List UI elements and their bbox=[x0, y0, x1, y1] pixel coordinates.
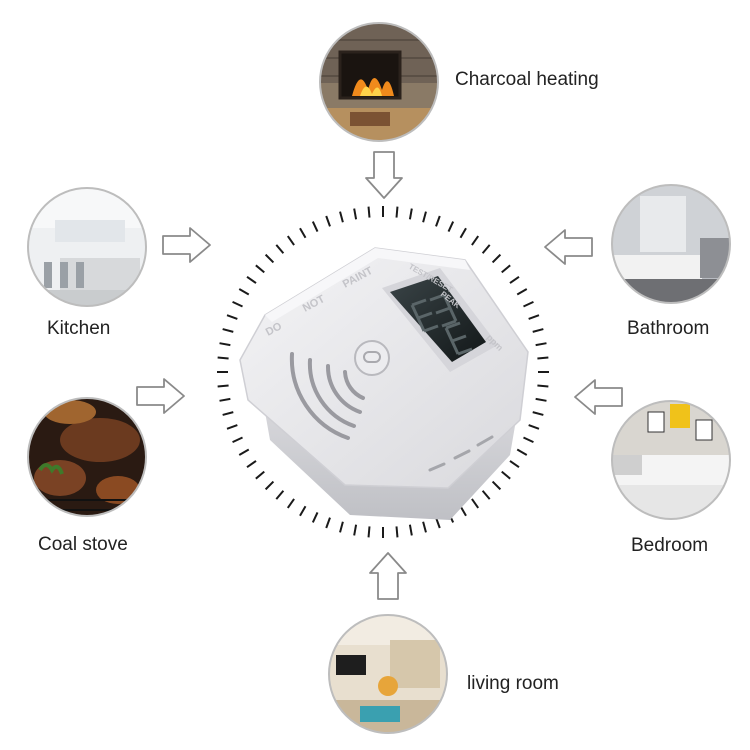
dial-tick bbox=[367, 526, 371, 538]
dial-tick bbox=[471, 235, 480, 246]
arrow-down-icon bbox=[365, 151, 403, 199]
photo-bathroom bbox=[611, 184, 731, 304]
dial-tick bbox=[238, 288, 250, 296]
label-bedroom: Bedroom bbox=[631, 535, 709, 556]
dial-tick bbox=[255, 264, 265, 274]
arrow-right-icon bbox=[162, 227, 211, 263]
dial-tick bbox=[246, 275, 257, 284]
photo-living-room bbox=[328, 614, 448, 734]
photo-bedroom bbox=[611, 400, 731, 520]
dial-tick bbox=[238, 448, 250, 456]
dial-tick bbox=[226, 424, 238, 430]
dial-tick bbox=[435, 517, 441, 529]
dial-tick bbox=[311, 221, 319, 232]
dial-tick bbox=[395, 206, 399, 218]
dial-tick bbox=[339, 211, 344, 223]
dial-tick bbox=[264, 480, 275, 491]
label-charcoal-heating: Charcoal heating bbox=[455, 69, 599, 90]
dial-tick bbox=[275, 244, 285, 254]
photo-coal-stove bbox=[27, 397, 147, 517]
dial-tick bbox=[325, 517, 331, 529]
dial-tick bbox=[523, 436, 534, 444]
dial-tick bbox=[501, 264, 511, 274]
dial-tick bbox=[447, 221, 455, 232]
dial-tick bbox=[459, 505, 467, 517]
dial-tick bbox=[339, 521, 344, 533]
dial-tick bbox=[481, 490, 491, 500]
arrow-left-icon bbox=[544, 229, 593, 265]
dial-tick bbox=[509, 275, 520, 284]
dial-tick bbox=[422, 211, 427, 223]
label-living-room: living room bbox=[467, 673, 559, 694]
dial-tick bbox=[501, 470, 511, 480]
dial-tick bbox=[353, 524, 358, 536]
dial-tick bbox=[528, 314, 540, 320]
dial-tick bbox=[408, 208, 413, 220]
dial-tick bbox=[264, 253, 275, 264]
dial-tick bbox=[532, 411, 544, 416]
dial-tick bbox=[481, 244, 491, 254]
dial-tick bbox=[535, 342, 547, 347]
dial-tick bbox=[528, 424, 540, 430]
dial-tick bbox=[422, 521, 427, 533]
label-bathroom: Bathroom bbox=[627, 318, 710, 339]
dial-tick bbox=[516, 448, 528, 456]
dial-tick bbox=[299, 227, 307, 239]
dial-tick bbox=[219, 397, 231, 402]
dial-tick bbox=[325, 215, 331, 227]
dial-tick bbox=[523, 300, 534, 308]
label-kitchen: Kitchen bbox=[47, 318, 111, 339]
dial-tick bbox=[232, 436, 243, 444]
dial-tick bbox=[286, 498, 295, 509]
dial-tick bbox=[537, 356, 549, 360]
dial-tick bbox=[471, 498, 480, 509]
dial-tick bbox=[435, 215, 441, 227]
label-coal-stove: Coal stove bbox=[38, 534, 128, 555]
dial-tick bbox=[408, 524, 413, 536]
arrow-right-icon bbox=[136, 378, 185, 414]
dial-tick bbox=[275, 490, 285, 500]
dial-tick bbox=[217, 356, 229, 360]
dial-tick bbox=[532, 328, 544, 333]
tick-ring bbox=[217, 206, 549, 538]
dial-tick bbox=[491, 480, 502, 491]
photo-charcoal-heating bbox=[319, 22, 439, 142]
dial-tick bbox=[286, 235, 295, 246]
dial-tick bbox=[367, 206, 371, 218]
dial-tick bbox=[459, 227, 467, 239]
dial-tick bbox=[311, 512, 319, 523]
dial-tick bbox=[232, 300, 243, 308]
photo-kitchen bbox=[27, 187, 147, 307]
dial-tick bbox=[219, 342, 231, 347]
arrow-up-icon bbox=[369, 552, 407, 600]
dial-tick bbox=[516, 288, 528, 296]
sound-slots bbox=[289, 352, 365, 440]
dial-tick bbox=[535, 397, 547, 402]
lcd-display bbox=[390, 276, 486, 362]
dial-tick bbox=[217, 384, 229, 388]
dial-tick bbox=[222, 328, 234, 333]
dial-tick bbox=[255, 470, 265, 480]
co-detector-device: DO NOT PAINT TEST/RESET PEAK ppm bbox=[239, 247, 529, 520]
dial-tick bbox=[353, 208, 358, 220]
dial-tick bbox=[226, 314, 238, 320]
dial-tick bbox=[299, 505, 307, 517]
lcd-digits bbox=[410, 293, 473, 356]
dial-tick bbox=[246, 460, 257, 469]
dial-tick bbox=[222, 411, 234, 416]
dial-tick bbox=[395, 526, 399, 538]
test-button bbox=[354, 340, 390, 376]
dial-tick bbox=[509, 460, 520, 469]
dial-tick bbox=[537, 384, 549, 388]
arrow-left-icon bbox=[574, 379, 623, 415]
dial-tick bbox=[491, 253, 502, 264]
